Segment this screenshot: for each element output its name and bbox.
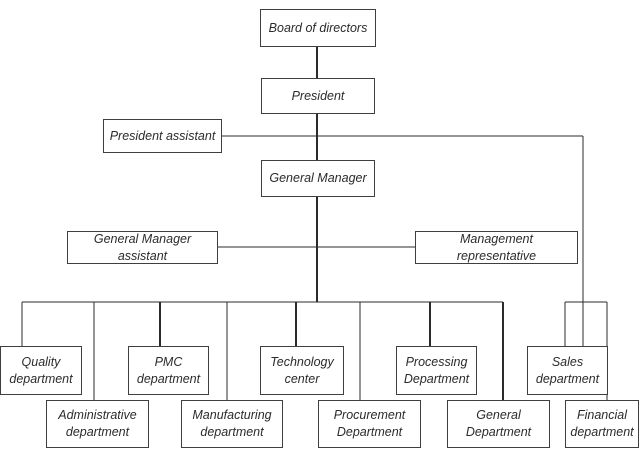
node-label-admin: Administrative department — [58, 408, 137, 439]
node-label-sales: Sales department — [535, 354, 600, 386]
node-mgmt_rep[interactable]: Management representative — [415, 231, 578, 264]
node-pres_asst[interactable]: President assistant — [103, 119, 222, 153]
node-label-processing: Processing Department — [403, 354, 470, 386]
node-label-technology: Technology center — [270, 354, 334, 386]
node-admin[interactable]: Administrative department — [46, 400, 149, 448]
node-label-general_dept: General Department — [465, 408, 532, 439]
node-manufacturing[interactable]: Manufacturing department — [181, 400, 283, 448]
node-label-pres_asst: President assistant — [109, 128, 216, 143]
node-gm[interactable]: General Manager — [261, 160, 375, 197]
node-label-manufacturing: Manufacturing department — [192, 408, 272, 439]
node-procurement[interactable]: Procurement Department — [318, 400, 421, 448]
node-label-mgmt_rep: Management representative — [456, 231, 537, 263]
node-processing[interactable]: Processing Department — [396, 346, 477, 395]
node-label-board: Board of directors — [268, 20, 368, 35]
node-financial[interactable]: Financial department — [565, 400, 639, 448]
node-general_dept[interactable]: General Department — [447, 400, 550, 448]
node-president[interactable]: President — [261, 78, 375, 114]
node-sales[interactable]: Sales department — [527, 346, 608, 395]
node-label-quality: Quality department — [9, 354, 73, 386]
node-technology[interactable]: Technology center — [260, 346, 344, 395]
node-label-president: President — [291, 88, 345, 103]
node-gm_asst[interactable]: General Manager assistant — [67, 231, 218, 264]
node-label-financial: Financial department — [570, 408, 634, 439]
node-label-gm_asst: General Manager assistant — [93, 231, 192, 263]
node-board[interactable]: Board of directors — [260, 9, 376, 47]
node-pmc[interactable]: PMC department — [128, 346, 209, 395]
node-quality[interactable]: Quality department — [0, 346, 82, 395]
node-label-procurement: Procurement Department — [333, 408, 406, 439]
node-label-pmc: PMC department — [136, 354, 201, 386]
node-label-gm: General Manager — [269, 171, 367, 186]
